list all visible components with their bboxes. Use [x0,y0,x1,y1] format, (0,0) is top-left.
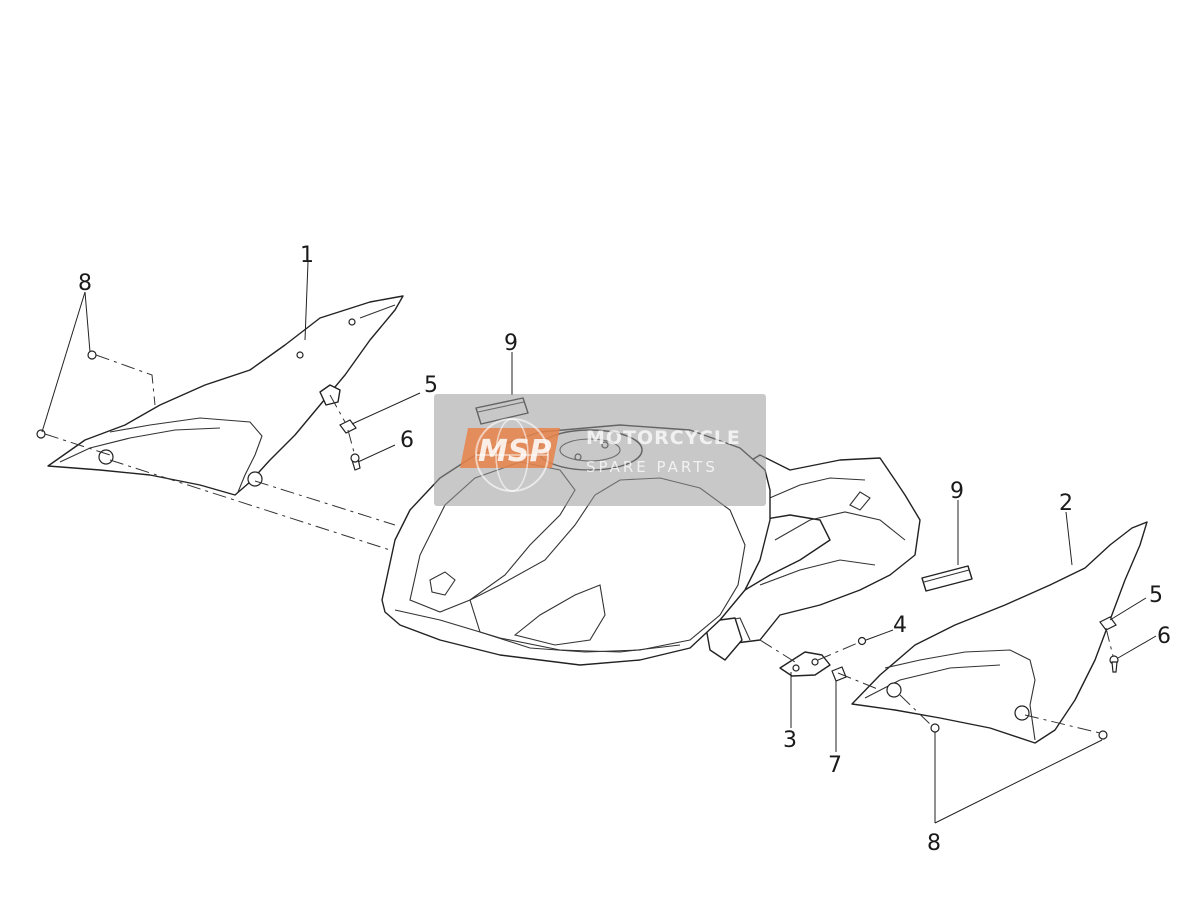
right-clip-5 [1099,616,1117,631]
callout-4: 4 [893,613,907,638]
left-panel-outer [47,295,404,496]
callout-1: 1 [300,243,314,268]
right-screw-8-front [930,723,940,733]
right-screw-8-rear [1098,730,1108,740]
right-side-panel [851,521,1148,744]
callout-8-left: 8 [78,271,92,296]
right-decal [921,565,973,592]
bracket-3 [779,651,831,677]
left-panel-grommet-rear [247,471,263,487]
left-panel-grommet-front [98,449,114,465]
watermark-panel [434,394,766,506]
left-screw-8-lower [36,429,46,439]
callout-5-left: 5 [424,373,438,398]
callout-9-left: 9 [504,331,518,356]
right-panel-grommet-front [886,682,902,698]
screw-4 [857,636,867,646]
left-side-panel [47,295,404,496]
callout-2: 2 [1059,491,1073,516]
tank-bracket [704,617,743,661]
callout-3: 3 [783,728,797,753]
right-panel-outer [851,521,1148,744]
callout-6-right: 6 [1157,624,1171,649]
callout-8-right: 8 [927,831,941,856]
left-clip-5 [339,419,357,434]
watermark-logo-text: MSP [478,434,551,469]
callout-5-right: 5 [1149,583,1163,608]
callout-7: 7 [828,753,842,778]
left-screw-8-upper [87,350,97,360]
watermark-line2: SPARE PARTS [586,458,718,476]
callout-9-right: 9 [950,479,964,504]
watermark-logo-badge [460,428,560,468]
right-panel-grommet-rear [1014,705,1030,721]
callout-6-left: 6 [400,428,414,453]
watermark-line1: MOTORCYCLE [586,427,741,449]
watermark: MSP MOTORCYCLE SPARE PARTS [434,394,766,506]
nut-7 [831,666,847,682]
